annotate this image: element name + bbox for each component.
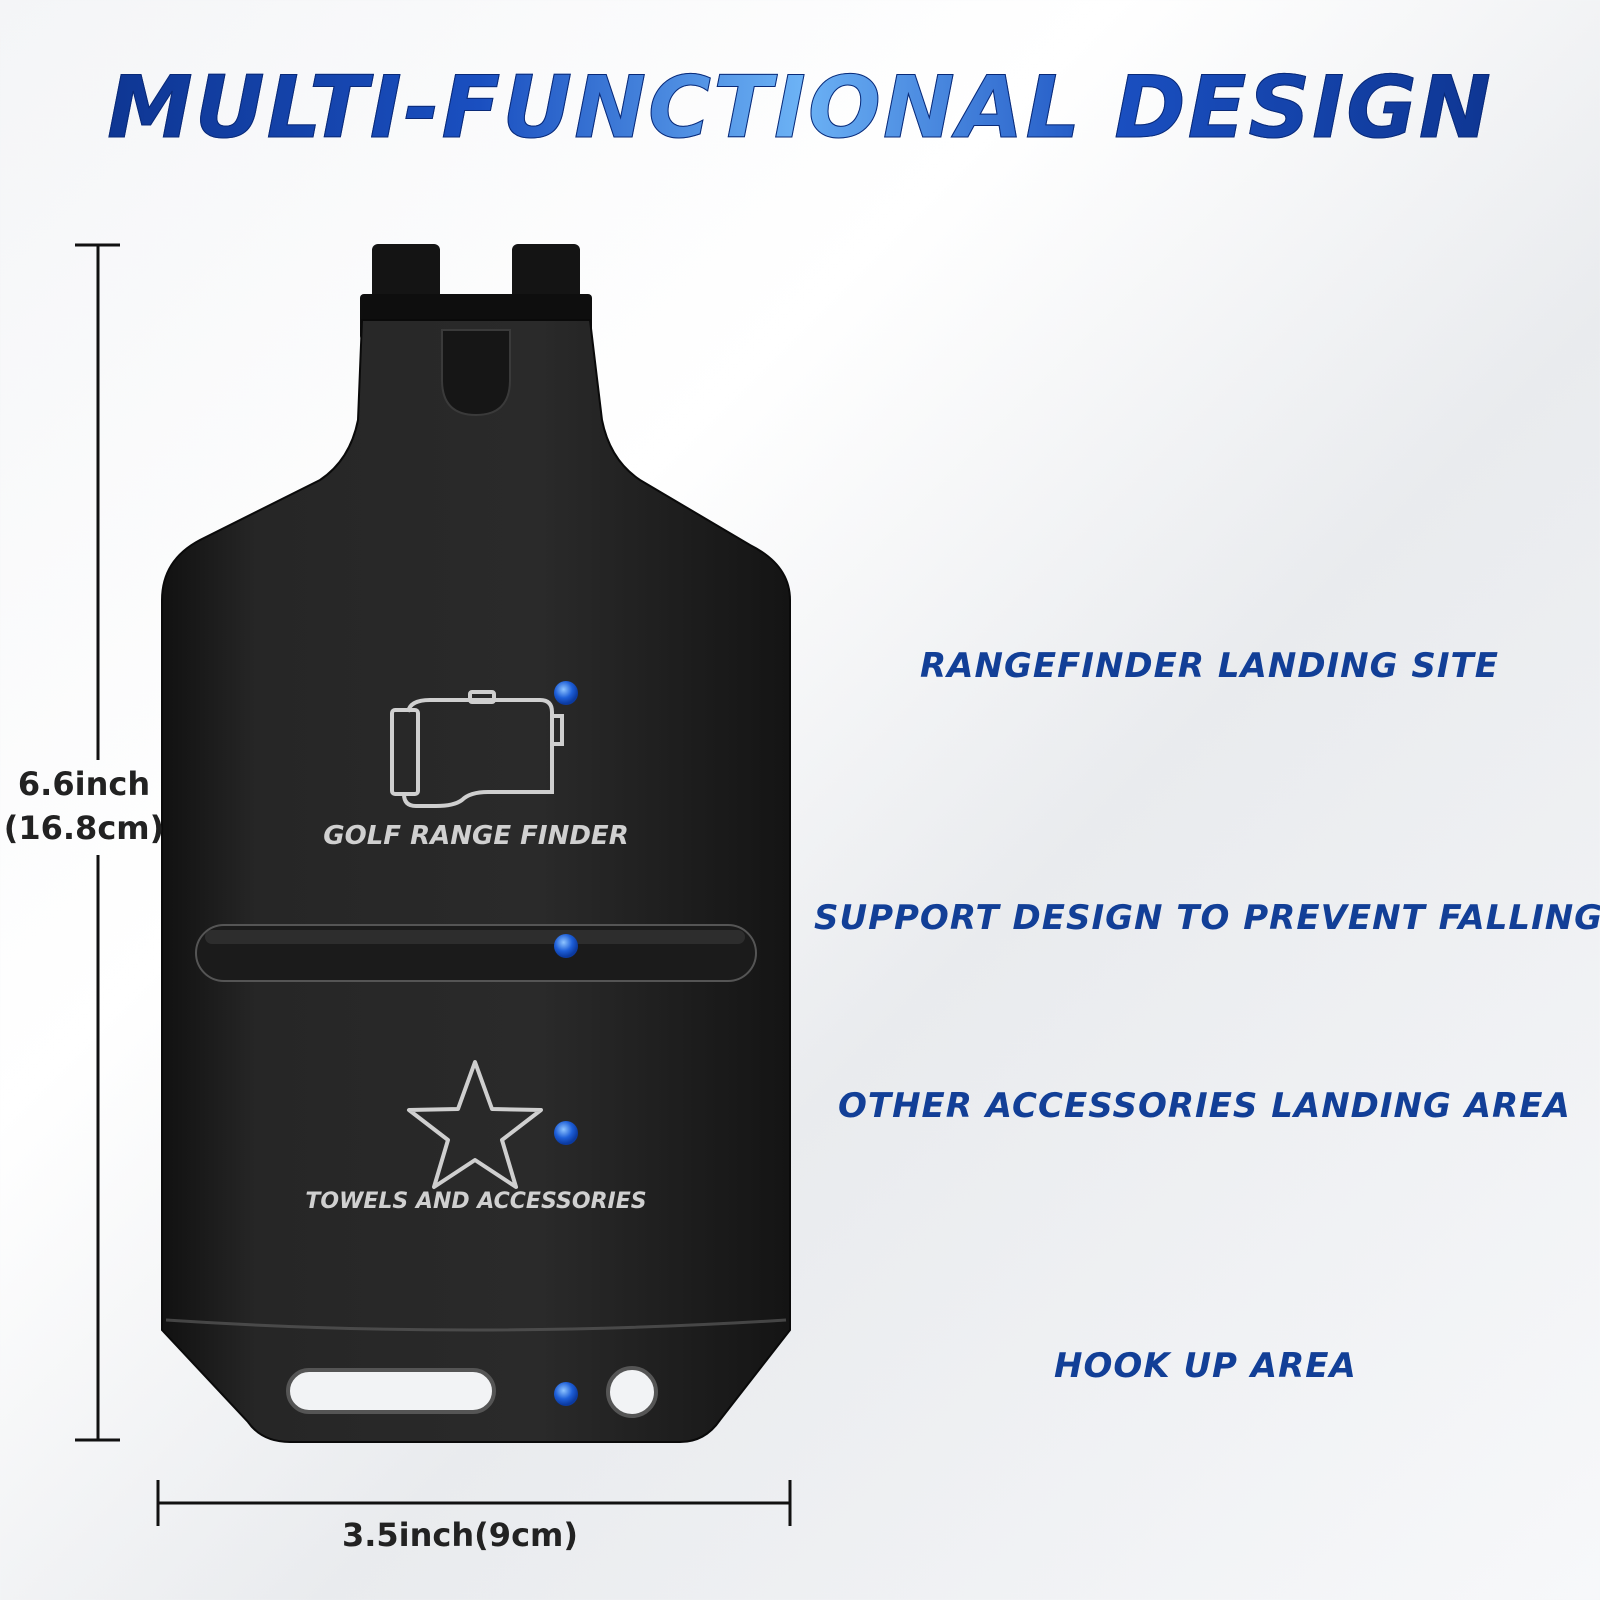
height-dimension — [75, 243, 120, 1442]
callout-hook-up-area: HOOK UP AREA — [1054, 1346, 1357, 1386]
callout-line-hook — [554, 1382, 1438, 1406]
callout-accessories-landing-area: OTHER ACCESSORIES LANDING AREA — [838, 1086, 1571, 1126]
star-icon — [407, 1060, 543, 1189]
engraving-top-label: GOLF RANGE FINDER — [323, 821, 628, 851]
rangefinder-icon — [390, 690, 564, 808]
callout-support-design: SUPPORT DESIGN TO PREVENT FALLING — [814, 898, 1600, 938]
callout-line-support — [554, 934, 1590, 958]
height-label: 6.6inch (16.8cm) — [0, 762, 168, 850]
height-label-cm: (16.8cm) — [3, 809, 165, 847]
width-label: 3.5inch(9cm) — [341, 1516, 578, 1554]
holder-plate — [161, 244, 791, 1443]
callout-rangefinder-landing-site: RANGEFINDER LANDING SITE — [920, 646, 1499, 686]
height-label-inch: 6.6inch — [17, 765, 151, 803]
width-dimension — [156, 1480, 792, 1526]
callout-line-accessories — [554, 1121, 1568, 1145]
callout-line-rangefinder — [554, 681, 1494, 705]
page-title: MULTI-FUNCTIONAL DESIGN — [0, 58, 1600, 159]
engraving-bottom-label: TOWELS AND ACCESSORIES — [305, 1189, 646, 1214]
